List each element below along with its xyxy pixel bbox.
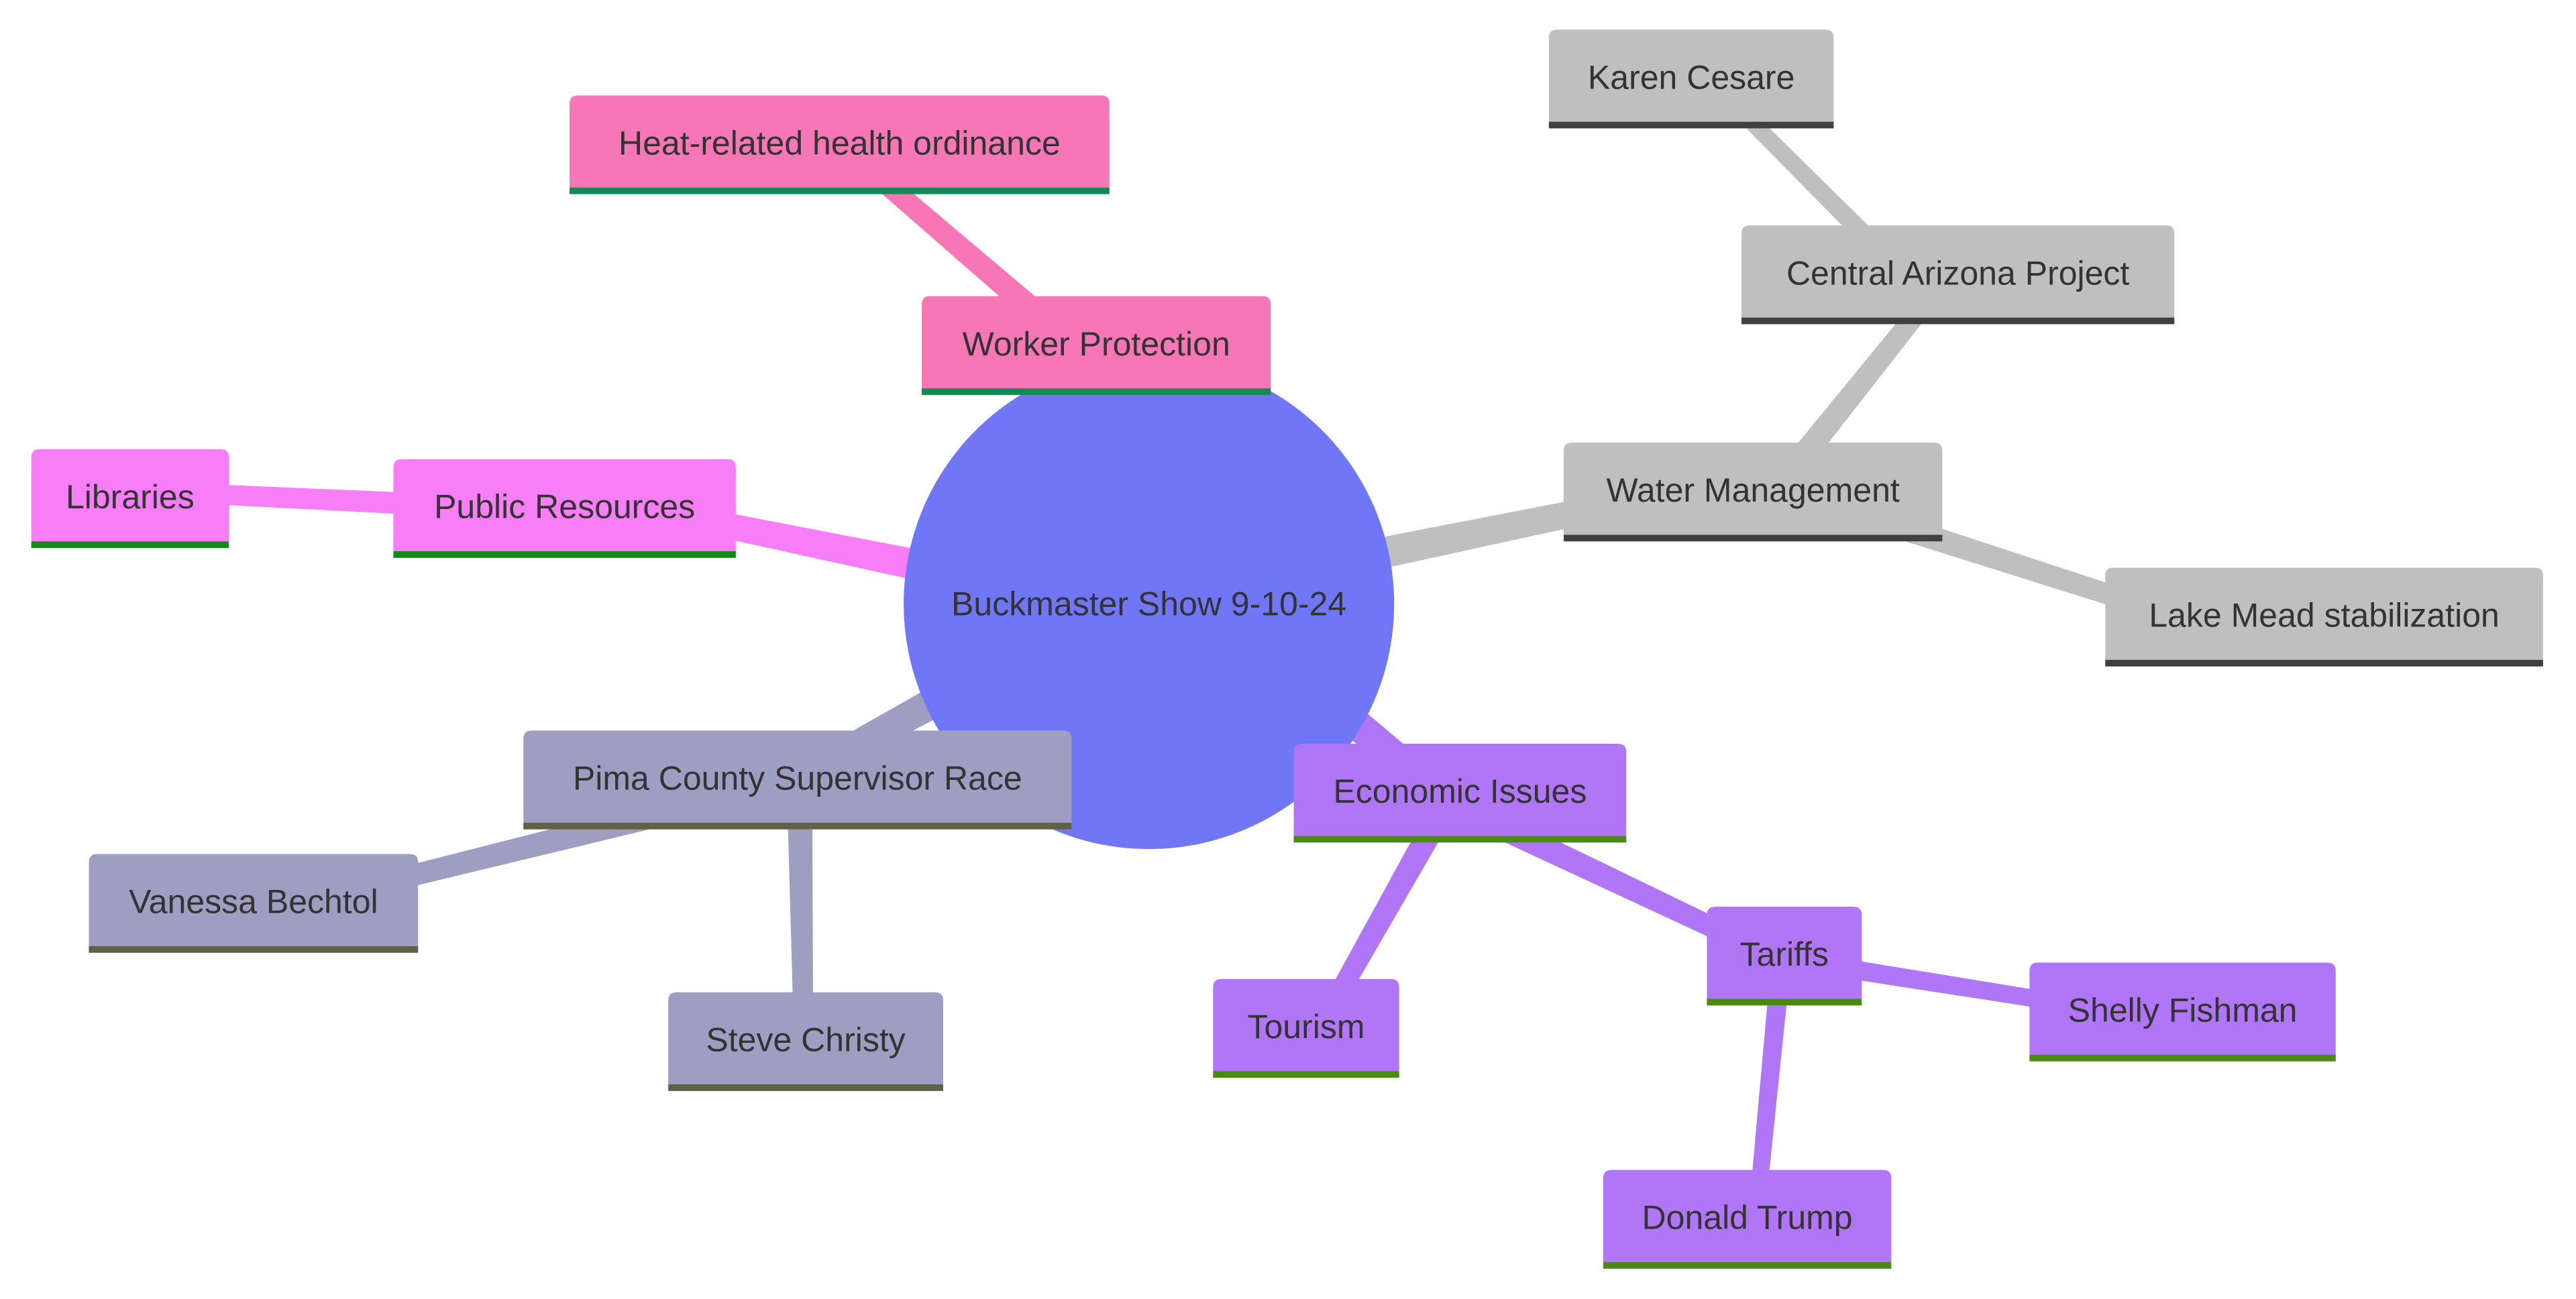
shelly-fishman-label: Shelly Fishman bbox=[2068, 992, 2298, 1029]
economic-issues-box bbox=[1293, 744, 1627, 843]
public-resources-underline bbox=[393, 551, 736, 558]
central-arizona-node[interactable]: Central Arizona Project bbox=[1741, 225, 2175, 325]
karen-cesare-underline bbox=[1548, 121, 1834, 129]
heat-ordinance-box bbox=[569, 95, 1110, 194]
water-management-underline bbox=[1563, 534, 1943, 542]
central-arizona-underline bbox=[1741, 317, 2175, 325]
steve-christy-underline bbox=[668, 1084, 943, 1091]
tourism-underline bbox=[1213, 1071, 1399, 1078]
shelly-fishman-box bbox=[2029, 962, 2336, 1062]
vanessa-bechtol-node[interactable]: Vanessa Bechtol bbox=[89, 854, 419, 953]
public-resources-edge bbox=[688, 506, 942, 585]
pima-county-box bbox=[523, 730, 1072, 830]
donald-trump-label: Donald Trump bbox=[1642, 1199, 1853, 1237]
central-arizona-edge bbox=[1776, 306, 1925, 486]
karen-cesare-label: Karen Cesare bbox=[1588, 58, 1795, 96]
pima-county-underline bbox=[523, 822, 1072, 830]
steve-christy-label: Steve Christy bbox=[706, 1021, 905, 1059]
water-management-label: Water Management bbox=[1607, 471, 1900, 509]
mindmap-nodes: Worker Protection Heat-related health ord… bbox=[31, 30, 2543, 1269]
lake-mead-label: Lake Mead stabilization bbox=[2149, 597, 2500, 634]
public-resources-label: Public Resources bbox=[434, 488, 695, 526]
pima-county-node[interactable]: Pima County Supervisor Race bbox=[523, 730, 1072, 830]
vanessa-bechtol-box bbox=[89, 854, 419, 953]
economic-issues-label: Economic Issues bbox=[1333, 773, 1587, 810]
worker-protection-node[interactable]: Worker Protection bbox=[922, 296, 1271, 395]
karen-cesare-node[interactable]: Karen Cesare bbox=[1548, 30, 1834, 129]
economic-issues-node[interactable]: Economic Issues bbox=[1293, 744, 1627, 843]
lake-mead-box bbox=[2105, 567, 2543, 667]
shelly-fishman-node[interactable]: Shelly Fishman bbox=[2029, 962, 2336, 1062]
steve-christy-box bbox=[668, 992, 943, 1091]
tariffs-edge bbox=[1476, 806, 1774, 964]
tourism-node[interactable]: Tourism bbox=[1213, 978, 1399, 1078]
libraries-underline bbox=[31, 541, 229, 549]
worker-protection-underline bbox=[922, 388, 1271, 395]
vanessa-bechtol-underline bbox=[89, 946, 419, 953]
water-management-box bbox=[1563, 443, 1943, 542]
tourism-edge bbox=[1324, 816, 1446, 1009]
steve-christy-node[interactable]: Steve Christy bbox=[668, 992, 943, 1091]
root-label: Buckmaster Show 9-10-24 bbox=[951, 585, 1346, 622]
central-arizona-label: Central Arizona Project bbox=[1786, 254, 2129, 292]
donald-trump-edge bbox=[1750, 962, 1791, 1202]
public-resources-box bbox=[393, 459, 736, 558]
public-resources-node[interactable]: Public Resources bbox=[393, 459, 736, 558]
libraries-box bbox=[31, 449, 229, 549]
heat-ordinance-label: Heat-related health ordinance bbox=[619, 124, 1061, 162]
worker-protection-box bbox=[922, 296, 1271, 395]
tourism-label: Tourism bbox=[1247, 1008, 1364, 1046]
central-arizona-box bbox=[1741, 225, 2175, 325]
donald-trump-node[interactable]: Donald Trump bbox=[1603, 1170, 1892, 1269]
vanessa-bechtol-label: Vanessa Bechtol bbox=[129, 883, 378, 921]
heat-ordinance-underline bbox=[569, 187, 1110, 194]
root-circle bbox=[904, 358, 1395, 850]
heat-ordinance-node[interactable]: Heat-related health ordinance bbox=[569, 95, 1110, 194]
economic-issues-underline bbox=[1293, 836, 1627, 843]
root-node[interactable]: Buckmaster Show 9-10-24 bbox=[904, 358, 1395, 850]
libraries-label: Libraries bbox=[66, 478, 195, 516]
steve-christy-edge bbox=[788, 814, 814, 1021]
water-management-node[interactable]: Water Management bbox=[1563, 443, 1943, 542]
lake-mead-underline bbox=[2105, 659, 2543, 667]
tariffs-underline bbox=[1707, 999, 1862, 1006]
shelly-fishman-underline bbox=[2029, 1054, 2336, 1062]
tariffs-box bbox=[1707, 906, 1862, 1006]
tariffs-label: Tariffs bbox=[1740, 936, 1829, 973]
karen-cesare-box bbox=[1548, 30, 1834, 129]
tariffs-node[interactable]: Tariffs bbox=[1707, 906, 1862, 1006]
tourism-box bbox=[1213, 978, 1399, 1078]
donald-trump-box bbox=[1603, 1170, 1892, 1269]
pima-county-label: Pima County Supervisor Race bbox=[573, 760, 1022, 797]
donald-trump-underline bbox=[1603, 1261, 1892, 1269]
libraries-node[interactable]: Libraries bbox=[31, 449, 229, 549]
lake-mead-node[interactable]: Lake Mead stabilization bbox=[2105, 567, 2543, 667]
worker-protection-label: Worker Protection bbox=[963, 325, 1230, 363]
